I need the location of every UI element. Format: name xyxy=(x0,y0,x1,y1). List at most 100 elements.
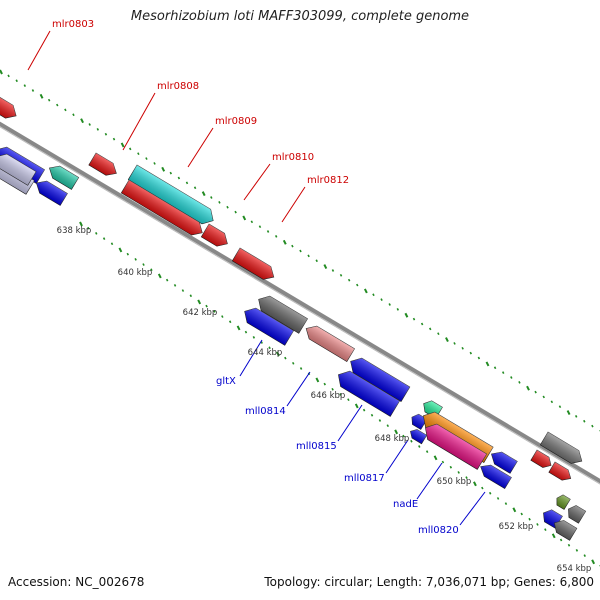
gene-feature[interactable] xyxy=(302,322,355,363)
upper-label-leader xyxy=(243,163,271,201)
ruler-dot xyxy=(453,342,456,345)
gene-arrow-shade xyxy=(121,180,203,236)
upper-gene-label: mlr0808 xyxy=(157,81,199,92)
ruler-major-tick xyxy=(236,325,241,331)
backbone-line-highlight xyxy=(0,126,600,485)
ruler-label: 648 kbp xyxy=(375,434,410,444)
ruler-dot xyxy=(165,278,169,282)
ruler-dot xyxy=(95,232,98,235)
gene-arrow-shade xyxy=(49,166,79,190)
ruler-label: 640 kbp xyxy=(118,268,153,278)
ruler-major-tick xyxy=(201,191,206,197)
gene-feature[interactable] xyxy=(33,177,68,206)
gene-arrow-shade xyxy=(554,520,577,541)
genome-title: Mesorhizobium loti MAFF303099, complete … xyxy=(130,9,470,24)
lower-label-leader xyxy=(239,339,263,377)
ruler-major-tick xyxy=(394,429,399,435)
upper-label-leader xyxy=(27,30,51,71)
ruler-major-tick xyxy=(526,385,530,391)
gene-arrow-shade xyxy=(540,432,582,464)
gene-feature[interactable] xyxy=(240,304,294,346)
ruler-dot xyxy=(252,335,256,339)
gene-feature[interactable] xyxy=(551,517,578,541)
ruler-dot xyxy=(347,398,350,402)
ruler-dot xyxy=(536,523,539,526)
gene-feature[interactable] xyxy=(565,503,587,524)
ruler-dot xyxy=(299,367,303,370)
gene-arrow-shade xyxy=(0,154,37,186)
ruler-major-tick xyxy=(445,337,449,343)
ruler-dot xyxy=(250,220,254,224)
ruler-dot xyxy=(396,308,400,311)
ruler-major-tick xyxy=(485,361,490,367)
gene-feature[interactable] xyxy=(0,150,37,186)
gene-arrow-shade xyxy=(232,248,274,280)
ruler-dot xyxy=(347,278,351,282)
ruler-major-tick xyxy=(197,299,202,305)
ruler-dot xyxy=(323,382,326,386)
ruler-dot xyxy=(129,147,132,151)
ruler-dot xyxy=(559,538,563,542)
ruler-dot xyxy=(181,289,185,292)
gene-feature[interactable] xyxy=(200,223,231,250)
gene-feature[interactable] xyxy=(231,247,277,284)
ruler-dot xyxy=(437,332,440,336)
ruler-dot xyxy=(534,390,537,394)
lower-gene-label: mll0820 xyxy=(418,525,459,536)
gene-feature[interactable] xyxy=(0,94,20,122)
gene-feature[interactable] xyxy=(554,493,571,510)
ruler-dot xyxy=(137,152,140,156)
gene-feature[interactable] xyxy=(408,427,428,445)
gene-feature[interactable] xyxy=(127,164,217,228)
ruler-dot xyxy=(173,284,177,287)
gene-arrow-shade xyxy=(306,326,355,362)
gene-feature[interactable] xyxy=(334,367,400,417)
gene-feature[interactable] xyxy=(254,292,308,334)
ruler-dot xyxy=(520,512,523,516)
ruler-label: 654 kbp xyxy=(557,564,592,574)
lower-gene-label: mll0815 xyxy=(296,441,337,452)
ruler-major-tick xyxy=(354,403,359,409)
ruler-major-tick xyxy=(591,559,596,565)
ruler-major-tick xyxy=(39,93,44,99)
ruler-dot xyxy=(504,502,508,505)
ruler-dot xyxy=(544,528,547,531)
ruler-dot xyxy=(449,465,453,469)
gene-arrow-shade xyxy=(258,296,308,334)
gene-feature[interactable] xyxy=(548,461,574,484)
ruler-dot xyxy=(339,273,343,277)
gene-feature[interactable] xyxy=(488,448,518,474)
ruler-dot xyxy=(228,320,232,324)
ruler-major-tick xyxy=(282,239,287,245)
gene-feature[interactable] xyxy=(120,179,206,239)
gene-arrow-shade xyxy=(410,429,427,444)
lower-gene-label: mll0814 xyxy=(245,406,286,417)
ruler-dot xyxy=(388,303,391,306)
upper-ruler-dots xyxy=(0,69,600,432)
lower-gene-label: nadE xyxy=(393,499,418,510)
ruler-dot xyxy=(7,74,10,78)
ruler-dot xyxy=(23,84,27,87)
gene-feature[interactable] xyxy=(539,431,585,468)
ruler-major-tick xyxy=(161,166,166,172)
gene-feature[interactable] xyxy=(421,420,487,470)
gene-feature[interactable] xyxy=(46,162,80,190)
genome-summary-text: Topology: circular; Length: 7,036,071 bp… xyxy=(264,575,594,589)
gene-arrow-shade xyxy=(128,165,214,224)
ruler-dot xyxy=(153,162,156,165)
ruler-dot xyxy=(465,476,468,480)
gene-feature[interactable] xyxy=(88,152,120,179)
upper-gene-label: mlr0810 xyxy=(272,152,314,163)
ruler-dot xyxy=(177,176,181,180)
ruler-dot xyxy=(218,200,221,204)
gene-feature[interactable] xyxy=(477,461,512,490)
gene-feature[interactable] xyxy=(530,449,554,471)
ruler-major-tick xyxy=(242,215,247,221)
ruler-dot-lines xyxy=(0,69,600,567)
gene-arrow-shade xyxy=(201,224,228,247)
ruler-dot xyxy=(418,445,421,448)
ruler-major-tick xyxy=(404,312,409,318)
ruler-dot xyxy=(244,330,248,334)
gene-feature[interactable] xyxy=(346,354,411,402)
ruler-dot xyxy=(510,376,513,379)
